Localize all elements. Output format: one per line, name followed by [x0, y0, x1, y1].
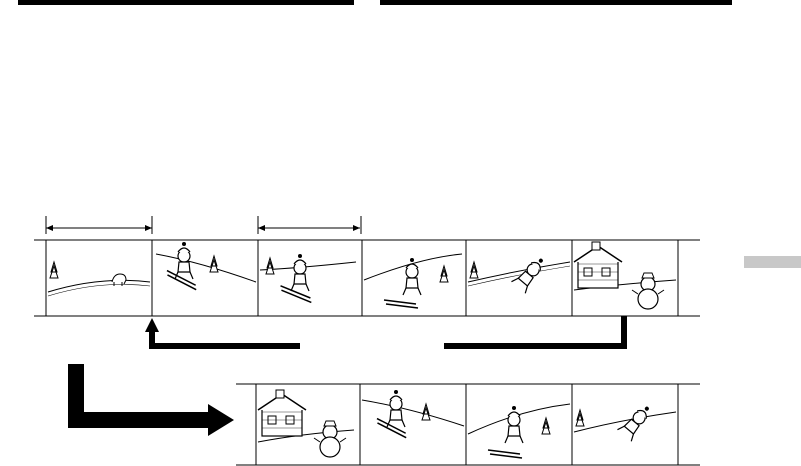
bottom-frame-3	[468, 404, 570, 458]
top-frame-2	[156, 242, 256, 290]
result-arrow	[76, 364, 234, 436]
top-frame-5	[468, 253, 570, 293]
house-snowman-icon	[258, 390, 354, 457]
skier-jumping-icon	[156, 242, 256, 290]
range-bracket-2	[258, 225, 360, 231]
skier-jumping-icon	[362, 390, 464, 438]
range-ticks	[46, 216, 361, 234]
top-frame-3	[260, 254, 356, 302]
skier-crouching-icon	[468, 404, 570, 458]
skier-falling-icon	[468, 253, 570, 293]
skier-landing-icon	[260, 254, 356, 302]
move-back-arrow	[145, 316, 624, 346]
top-frame-1	[48, 262, 150, 296]
house-snowman-icon	[574, 242, 676, 309]
skier-crouching-icon	[364, 254, 462, 308]
dog-on-hill-icon	[48, 262, 150, 296]
range-bracket-1	[46, 225, 152, 231]
top-frame-6	[574, 242, 676, 309]
skier-falling-icon	[574, 401, 676, 441]
bottom-frame-4	[574, 401, 676, 441]
bottom-frame-2	[362, 390, 464, 438]
bottom-frame-1	[258, 390, 354, 457]
top-frame-4	[364, 254, 462, 308]
